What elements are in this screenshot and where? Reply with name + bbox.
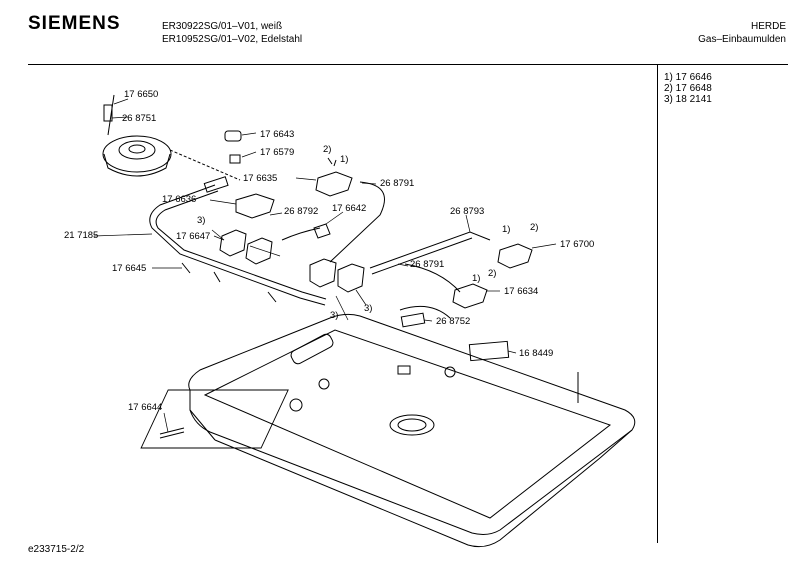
label-268792: 26 8792 xyxy=(284,206,318,217)
header-divider xyxy=(28,64,788,65)
label-176700: 17 6700 xyxy=(560,239,594,250)
note-1: 1) 17 6646 xyxy=(664,72,712,83)
label-176635: 17 6635 xyxy=(243,173,277,184)
small-parts xyxy=(159,130,337,439)
marker-2-b: 2) xyxy=(530,222,538,233)
note-2: 2) 17 6648 xyxy=(664,83,712,94)
label-168449: 16 8449 xyxy=(519,348,553,359)
category-line-1: HERDE xyxy=(750,21,786,32)
label-176644: 17 6644 xyxy=(128,402,162,413)
marker-1-b: 1) xyxy=(502,224,510,235)
pipes xyxy=(281,181,491,319)
label-268791-b: 26 8791 xyxy=(410,259,444,270)
gas-rail xyxy=(149,176,327,306)
model-line-2: ER10952SG/01–V02, Edelstahl xyxy=(162,34,303,45)
notes-divider xyxy=(657,65,658,543)
label-176636: 17 6636 xyxy=(162,194,196,205)
label-217185: 21 7185 xyxy=(64,230,98,241)
label-268791-a: 26 8791 xyxy=(380,178,414,189)
label-176647: 17 6647 xyxy=(176,231,210,242)
marker-2-a: 2) xyxy=(323,144,331,155)
label-176634: 17 6634 xyxy=(504,286,538,297)
marker-2-c: 2) xyxy=(488,268,496,279)
label-176642: 17 6642 xyxy=(332,203,366,214)
label-176645: 17 6645 xyxy=(112,263,146,274)
marker-1-a: 1) xyxy=(340,154,348,165)
marker-3-a: 3) xyxy=(197,215,205,226)
label-268793: 26 8793 xyxy=(450,206,484,217)
brand-logo: SIEMENS xyxy=(28,13,121,34)
hob-tray xyxy=(140,313,636,548)
label-268752: 26 8752 xyxy=(436,316,470,327)
note-3: 3) 18 2141 xyxy=(664,94,712,105)
marker-3-b: 3) xyxy=(330,310,338,321)
document-id: e233715-2/2 xyxy=(28,544,85,555)
valve-group-right xyxy=(309,258,365,293)
marker-1-c: 1) xyxy=(472,273,480,284)
leader-lines xyxy=(93,98,557,433)
label-176643: 17 6643 xyxy=(260,129,294,140)
valve-group-left xyxy=(219,171,353,265)
notes-list: 1) 17 6646 2) 17 6648 3) 18 2141 xyxy=(664,72,712,105)
marker-3-c: 3) xyxy=(364,303,372,314)
ignition-unit-right xyxy=(400,243,533,362)
label-176579: 17 6579 xyxy=(260,147,294,158)
model-line-1: ER30922SG/01–V01, weiß xyxy=(162,21,283,32)
category-line-2: Gas–Einbaumulden xyxy=(698,34,786,45)
label-268751: 26 8751 xyxy=(122,113,156,124)
burner-detail xyxy=(102,94,241,181)
label-176650: 17 6650 xyxy=(124,89,158,100)
